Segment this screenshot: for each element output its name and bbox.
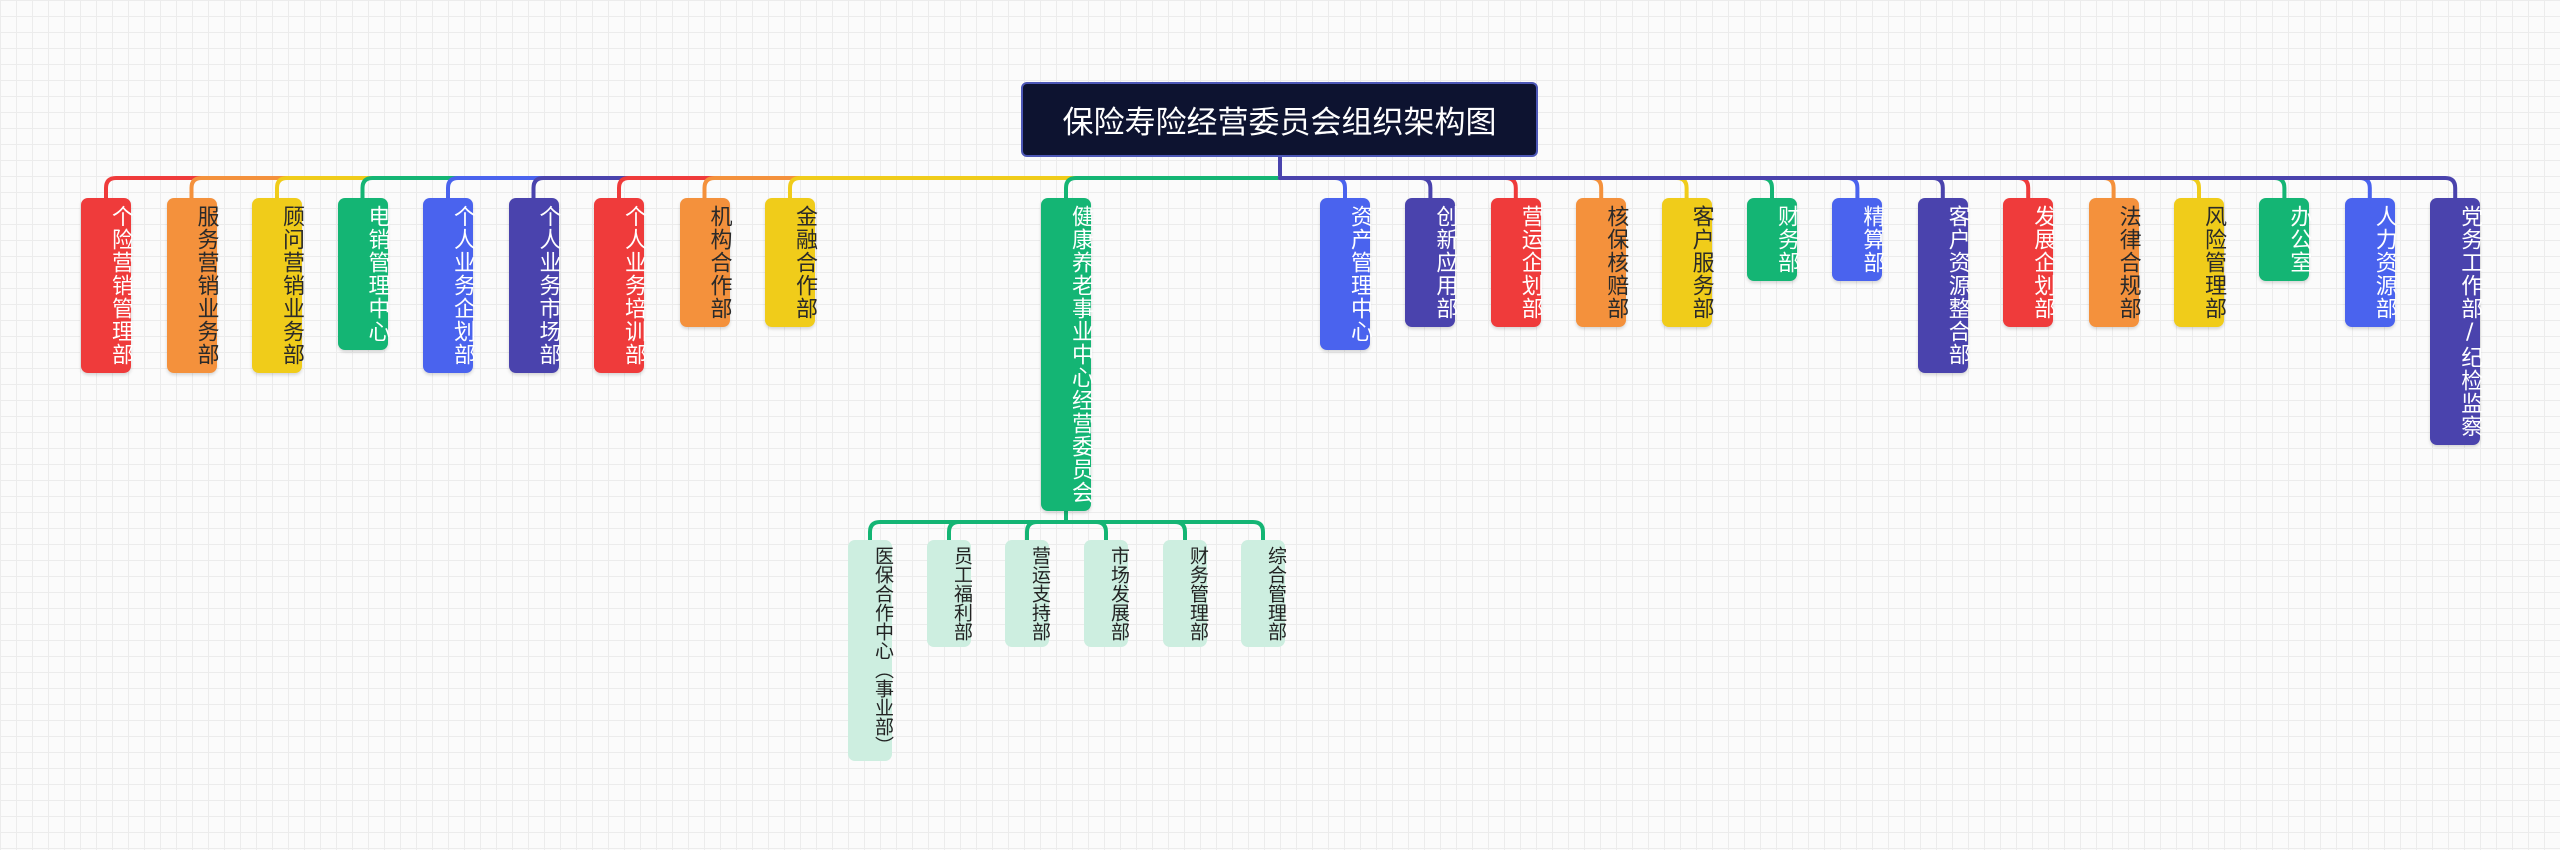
branch-line	[1278, 176, 1774, 200]
department-node[interactable]: 发展企划部	[2003, 198, 2055, 327]
department-node[interactable]: 办公室	[2259, 198, 2311, 281]
branch-line	[1278, 176, 2372, 200]
sub-department-node[interactable]: 营运支持部	[1005, 540, 1051, 647]
branch-line	[446, 176, 1282, 200]
sub-department-node[interactable]: 综合管理部	[1241, 540, 1287, 647]
branch-line	[1278, 176, 1518, 200]
sub-branch-line	[868, 520, 1068, 542]
sub-branch-line	[1025, 520, 1068, 542]
branch-line	[617, 176, 1282, 200]
department-node[interactable]: 资产管理中心	[1320, 198, 1372, 350]
sub-department-node[interactable]: 市场发展部	[1084, 540, 1130, 647]
sub-branch-line	[1064, 520, 1265, 542]
department-node[interactable]: 个险营销管理部	[81, 198, 133, 373]
department-node[interactable]: 创新应用部	[1405, 198, 1457, 327]
department-node[interactable]: 顾问营销业务部	[252, 198, 304, 373]
branch-line	[531, 176, 1282, 200]
department-node[interactable]: 服务营销业务部	[166, 198, 219, 373]
branch-line	[1278, 176, 2116, 200]
department-node[interactable]: 机构合作部	[679, 198, 732, 327]
department-node[interactable]: 金融合作部	[765, 198, 817, 327]
department-node[interactable]: 风险管理部	[2174, 198, 2226, 327]
department-node[interactable]: 电销管理中心	[337, 198, 390, 350]
branch-line	[1278, 176, 1945, 200]
department-node[interactable]: 精算部	[1832, 198, 1884, 281]
branch-line	[788, 176, 1282, 200]
department-node[interactable]: 人力资源部	[2344, 198, 2397, 327]
branch-line	[104, 176, 1282, 200]
branch-line	[1278, 176, 1604, 200]
department-node[interactable]: 营运企划部	[1490, 198, 1543, 327]
branch-line	[1278, 176, 2031, 200]
department-node[interactable]: 健康养老事业中心经营委员会	[1041, 198, 1093, 511]
branch-line	[1278, 176, 2458, 200]
department-node[interactable]: 党务工作部/纪检监察	[2430, 198, 2482, 445]
sub-department-node[interactable]: 财务管理部	[1163, 540, 1209, 647]
branch-line	[275, 176, 1282, 200]
sub-branch-line	[1064, 520, 1108, 542]
department-node[interactable]: 个人业务企划部	[423, 198, 475, 373]
branch-line	[1278, 176, 1433, 200]
sub-branch-line	[947, 520, 1068, 542]
branch-line	[1278, 176, 2201, 200]
department-node[interactable]: 客户服务部	[1661, 198, 1714, 327]
sub-department-node[interactable]: 医保合作中心（事业部）	[848, 540, 894, 761]
branch-line	[1278, 176, 1347, 200]
department-node[interactable]: 个人业务市场部	[508, 198, 561, 373]
branch-line	[189, 176, 1282, 200]
department-node[interactable]: 客户资源整合部	[1917, 198, 1970, 373]
branch-line	[1064, 176, 1282, 200]
branch-line	[360, 176, 1282, 200]
branch-line	[702, 176, 1282, 200]
department-node[interactable]: 核保核赔部	[1576, 198, 1628, 327]
department-node[interactable]: 法律合规部	[2088, 198, 2141, 327]
sub-department-node[interactable]: 员工福利部	[927, 540, 973, 647]
sub-branch-line	[1064, 520, 1187, 542]
department-node[interactable]: 财务部	[1747, 198, 1799, 281]
chart-title: 保险寿险经营委员会组织架构图	[1021, 82, 1538, 157]
department-node[interactable]: 个人业务培训部	[594, 198, 646, 373]
